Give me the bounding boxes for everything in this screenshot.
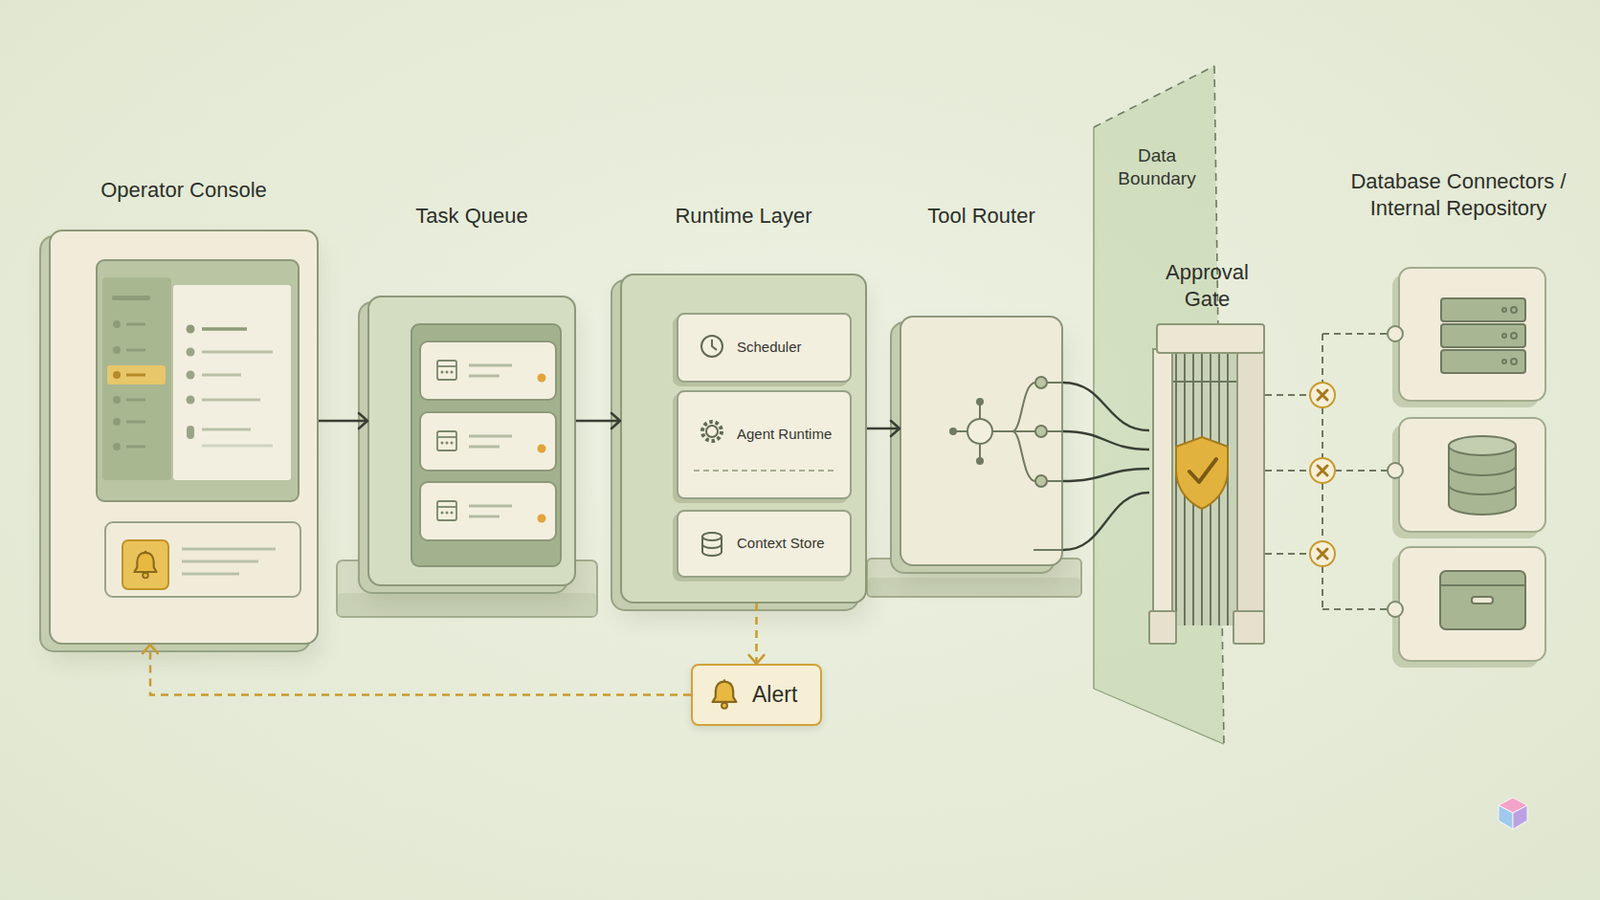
approval-gate: Approval Gate [1149,324,1266,645]
queue-cards [411,324,561,567]
alert-flow [749,603,765,665]
console-screen [96,260,299,502]
component-box: Scheduler [676,312,852,383]
console-notification [105,522,301,598]
runtime-icons [693,335,837,556]
connector-line [755,603,758,665]
arrow-head [749,655,765,665]
connector-line [1063,492,1150,551]
alert-flow [142,644,691,696]
blocked-links [1265,326,1403,618]
connector-line [1063,431,1150,450]
connector-line [1063,382,1150,431]
section-heading: Database Connectors / Internal Repositor… [1343,168,1574,223]
node-heading: Tool Router [927,203,1036,229]
node-heading: Operator Console [100,177,267,203]
node-label: Context Store [736,534,825,553]
node-label: Scheduler [736,338,802,356]
router-symbol [950,377,1064,551]
arrow-head [890,421,900,437]
node-heading: Task Queue [415,203,528,229]
arrow-head [611,413,621,429]
alert-bell [712,679,737,709]
node-label: Data Boundary [1109,144,1205,191]
node-label: Agent Runtime [736,425,832,444]
component-box: Agent Runtime [676,390,852,500]
connector-line [150,644,691,696]
flow-arrow [1063,382,1150,551]
console-panel: Operator Console [48,229,319,645]
queue-box: Task Queue [367,295,577,587]
flow-arrow [318,413,368,429]
connector-line [866,427,900,430]
flow-arrow [866,421,900,437]
connector-line [576,420,621,423]
connector-line [1063,468,1150,482]
arrow-head [142,644,158,654]
node-heading: Runtime Layer [674,203,812,229]
node-heading: Approval Gate [1155,259,1261,313]
logo-cube [1498,798,1528,830]
alert-box: Alert [690,664,823,727]
node-label: Alert [752,682,798,708]
connector-line [318,420,368,423]
flow-arrow [576,413,621,429]
component-box: Context Store [676,510,852,578]
arrow-head [358,413,368,429]
repository-boxes [1392,267,1546,668]
router-box: Tool Router [899,315,1064,567]
gate-shape [1149,324,1266,645]
layer-box: Runtime LayerSchedulerAgent RuntimeConte… [620,273,867,604]
